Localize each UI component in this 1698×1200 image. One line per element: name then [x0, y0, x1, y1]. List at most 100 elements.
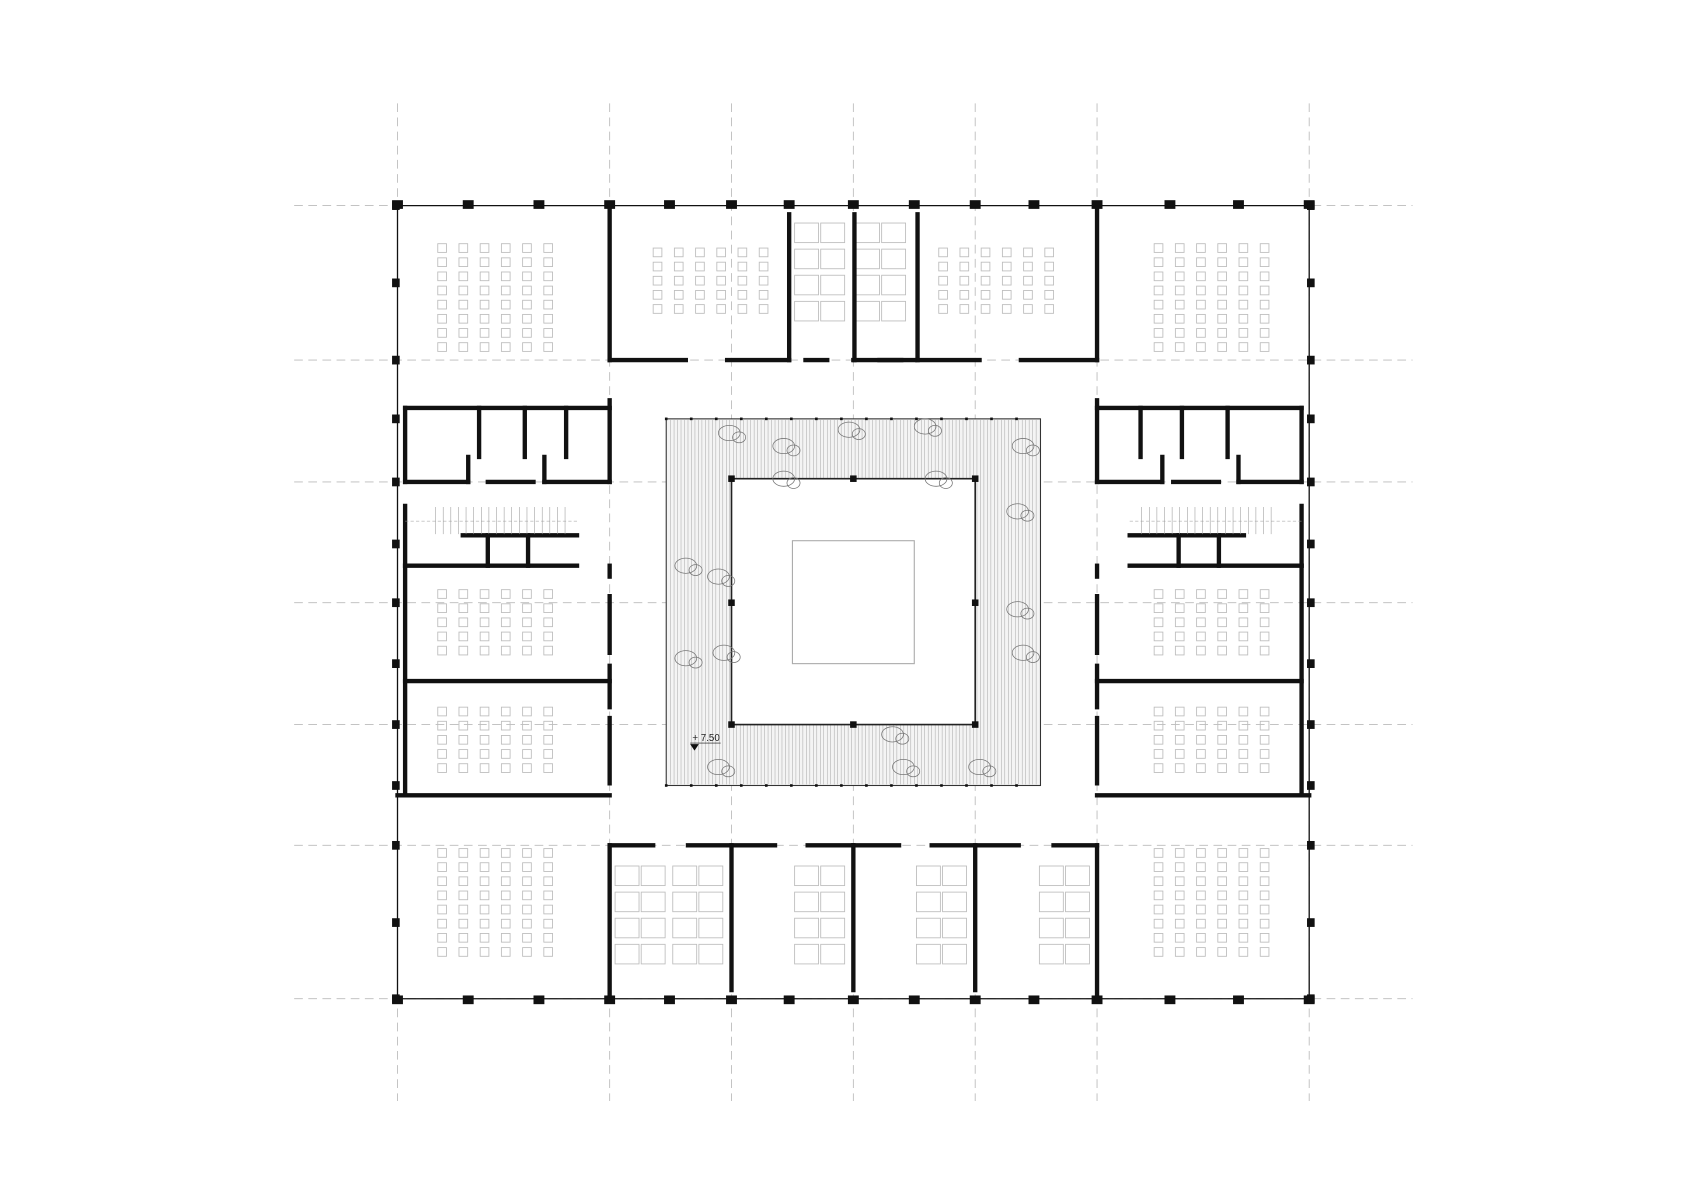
- desk: [458, 589, 469, 599]
- desk: [522, 631, 532, 642]
- desk: [1217, 313, 1227, 324]
- desk: [458, 603, 469, 613]
- pilaster: [392, 840, 400, 850]
- desk: [938, 261, 948, 272]
- desk: [522, 735, 532, 745]
- desk: [716, 275, 726, 286]
- desk: [1217, 299, 1227, 310]
- desk: [980, 275, 991, 286]
- desk: [479, 876, 490, 887]
- lab-table: [881, 300, 907, 322]
- courtyard: [664, 417, 1042, 787]
- desk: [500, 763, 511, 773]
- desk: [1196, 313, 1206, 324]
- desk: [522, 749, 532, 759]
- desk: [1153, 285, 1164, 296]
- desk: [479, 342, 490, 352]
- pilaster: [1307, 598, 1315, 608]
- desk: [1153, 243, 1164, 253]
- desk: [543, 617, 553, 628]
- lab-table: [672, 943, 698, 965]
- desk: [522, 342, 532, 352]
- desk: [458, 645, 469, 656]
- desk: [437, 285, 447, 296]
- desk: [716, 304, 726, 314]
- pilaster: [1307, 840, 1315, 850]
- desk: [479, 706, 490, 717]
- desk: [543, 904, 553, 915]
- column-small: [714, 417, 718, 421]
- column: [971, 721, 979, 728]
- desk: [522, 328, 532, 338]
- desk: [1259, 617, 1270, 628]
- column-small: [965, 784, 968, 787]
- desk: [1196, 271, 1206, 282]
- shrub-icon: [707, 759, 730, 775]
- desk: [1001, 261, 1012, 272]
- desk: [1196, 589, 1206, 599]
- desk: [1174, 285, 1185, 296]
- lab-table: [881, 274, 907, 296]
- lab-table: [820, 891, 846, 913]
- desk: [543, 631, 553, 642]
- lab-table: [794, 300, 819, 322]
- desk: [437, 876, 447, 887]
- desk: [1259, 763, 1270, 773]
- desk: [1217, 271, 1227, 282]
- shrub-icon: [968, 759, 991, 775]
- desk: [522, 904, 532, 915]
- desk: [522, 947, 532, 957]
- desk: [479, 645, 490, 656]
- desk: [500, 313, 511, 324]
- desk: [1238, 257, 1249, 267]
- column-small: [664, 784, 668, 787]
- desk: [437, 617, 447, 628]
- pilaster: [1307, 659, 1315, 668]
- lab-table: [1038, 865, 1064, 887]
- lab-table: [820, 274, 846, 296]
- level-label: + 7.50: [692, 733, 720, 744]
- desk: [938, 290, 948, 300]
- lab-table: [916, 917, 941, 939]
- desk: [1023, 261, 1033, 272]
- desk: [1153, 328, 1164, 338]
- desk: [543, 271, 553, 282]
- desk: [1238, 749, 1249, 759]
- pilaster: [533, 995, 545, 1005]
- desk: [458, 271, 469, 282]
- desk: [1001, 290, 1012, 300]
- desk: [758, 247, 769, 258]
- desk: [1259, 862, 1270, 872]
- desk: [479, 271, 490, 282]
- desk: [479, 257, 490, 267]
- desk: [479, 918, 490, 929]
- pilaster: [783, 995, 795, 1005]
- pilaster: [392, 355, 400, 365]
- desk: [479, 299, 490, 310]
- lab-table: [1038, 917, 1064, 939]
- desk: [500, 720, 511, 731]
- desk: [458, 342, 469, 352]
- level-marker: + 7.50: [690, 733, 721, 751]
- column-small: [714, 784, 718, 787]
- desk: [1238, 890, 1249, 901]
- desk: [1259, 904, 1270, 915]
- lab-table: [794, 917, 819, 939]
- desk: [500, 933, 511, 943]
- desk: [543, 243, 553, 253]
- desk: [1217, 763, 1227, 773]
- desk: [437, 706, 447, 717]
- desk: [1153, 749, 1164, 759]
- desk: [1153, 947, 1164, 957]
- desk: [543, 918, 553, 929]
- desk: [543, 862, 553, 872]
- pilaster: [1307, 278, 1315, 288]
- desk: [543, 285, 553, 296]
- desk: [1238, 933, 1249, 943]
- desk: [1217, 645, 1227, 656]
- desk: [737, 275, 748, 286]
- desk: [437, 313, 447, 324]
- pilaster: [1028, 995, 1040, 1005]
- lab-table: [820, 943, 846, 965]
- desk: [543, 589, 553, 599]
